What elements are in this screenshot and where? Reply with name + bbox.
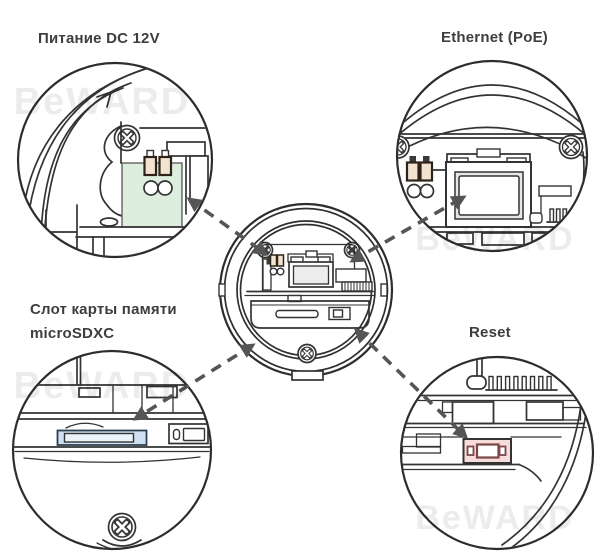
screw-icon (297, 343, 317, 364)
callout-sdcard-outline (11, 349, 213, 551)
brand-watermark: BeWARD (415, 220, 574, 258)
side-tab (218, 283, 226, 297)
platform-lines (14, 446, 210, 463)
callout-power-outline (16, 61, 214, 259)
brand-watermark: BeWARD (14, 81, 191, 123)
label-reset: Reset (469, 324, 511, 341)
rj45-port-mini (287, 250, 334, 288)
screw-icon (398, 135, 410, 159)
deck (244, 290, 376, 329)
reset-button (462, 438, 512, 464)
label-ethernet: Ethernet (PoE) (441, 29, 548, 46)
dash-line-power (186, 197, 269, 256)
dash-line-reset (353, 327, 469, 440)
label-power: Питание DC 12V (38, 30, 160, 47)
callout-reset-outline (399, 355, 595, 551)
callout-ethernet-outline (395, 59, 589, 253)
pcb-right-components (529, 185, 572, 224)
sd-slot-mini (275, 309, 319, 319)
brand-watermark: BeWARD (415, 499, 574, 537)
power-terminal-block (143, 149, 173, 196)
power-terminal-block (405, 156, 447, 199)
chassis-lines (414, 358, 580, 402)
screw-icon (558, 134, 584, 160)
watermarks: BeWARD BeWARD BeWARD BeWARD (14, 81, 574, 537)
side-tab (380, 283, 388, 297)
pin-header-mini (335, 268, 373, 292)
dash-line-ethernet (349, 195, 467, 263)
callout-power-circle (16, 61, 214, 259)
screw-icon (113, 124, 141, 152)
label-sdcard-line1: Слот карты памяти (30, 301, 177, 318)
pin-header (488, 375, 552, 391)
side-connector (168, 423, 209, 445)
base-bottom-tab (291, 370, 324, 381)
sd-card-slot (56, 422, 148, 446)
camera-base-view (218, 202, 394, 381)
brand-watermark: BeWARD (14, 365, 191, 407)
label-sdcard-line2: microSDXC (30, 325, 115, 342)
label-sdcard: Слот карты памяти microSDXC (30, 301, 177, 342)
callout-connectors (132, 195, 469, 440)
dash-line-sdcard (132, 343, 256, 421)
dome-rim-arcs (501, 404, 587, 548)
power-terminal-mini (266, 254, 285, 276)
